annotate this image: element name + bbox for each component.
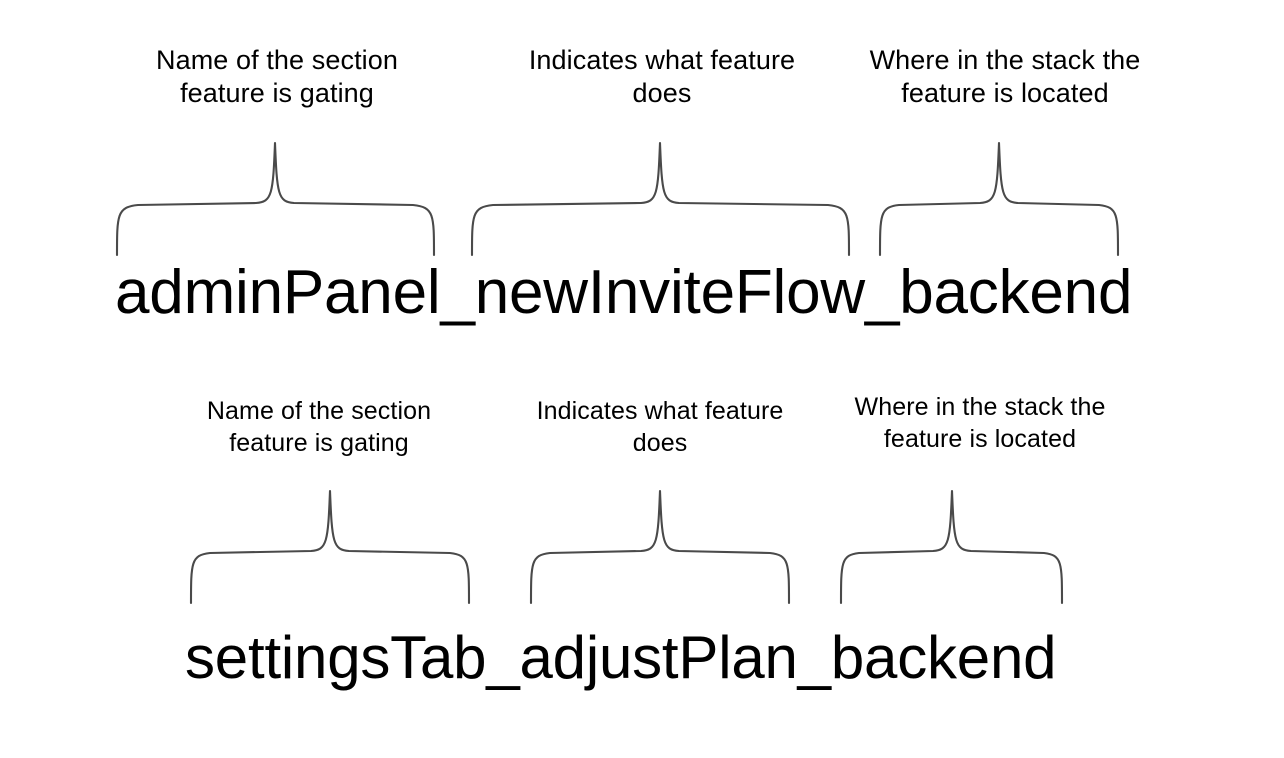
brace-row2-layer [839,489,1064,605]
brace-row1-section [115,141,436,257]
brace-row1-behavior [470,141,851,257]
brace-row2-behavior [529,489,791,605]
brace-row1-layer [878,141,1120,257]
caption-row1-section: Name of the section feature is gating [155,45,399,108]
caption-row1-layer: Where in the stack the feature is locate… [869,45,1141,108]
feature-flag-row-2: settingsTab_adjustPlan_backend [185,624,1057,691]
caption-row2-section: Name of the section feature is gating [206,397,432,457]
caption-row2-behavior: Indicates what feature does [536,397,784,457]
caption-row1-behavior: Indicates what feature does [528,45,796,108]
brace-row2-section [189,489,471,605]
caption-row2-layer: Where in the stack the feature is locate… [854,393,1106,453]
feature-flag-row-1: adminPanel_newInviteFlow_backend [115,258,1133,327]
